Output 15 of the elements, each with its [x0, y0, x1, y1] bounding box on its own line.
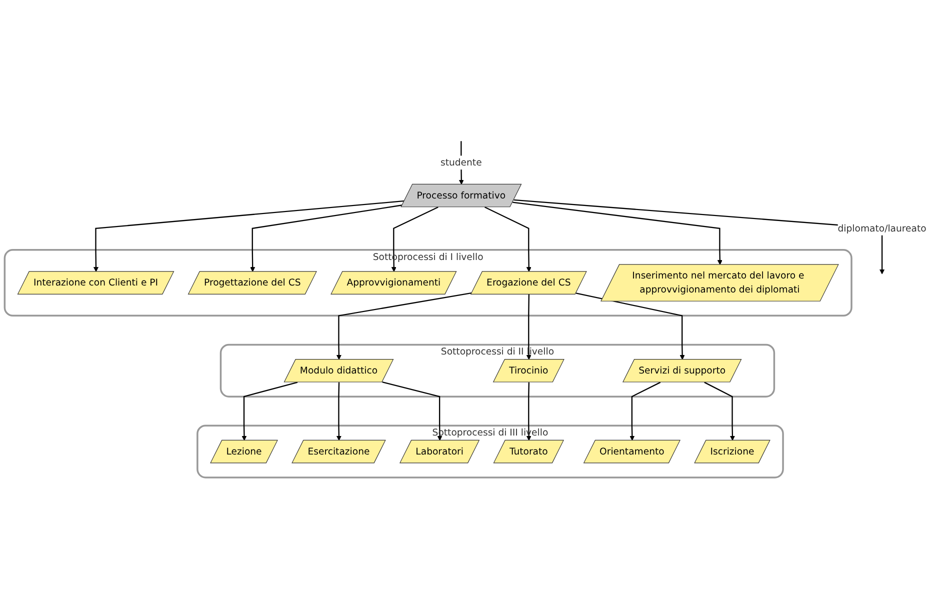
arrow: [576, 292, 685, 360]
arrow: [704, 382, 736, 441]
arrow: [250, 204, 402, 272]
arrow: [526, 294, 532, 360]
edge-label: diplomato/laureato: [838, 222, 926, 234]
arrow: [382, 381, 442, 441]
arrow: [336, 292, 472, 360]
arrow: [512, 202, 722, 265]
arrow: [484, 206, 532, 272]
arrow: [630, 382, 661, 441]
arrow: [242, 382, 298, 441]
arrow: [93, 200, 404, 272]
arrow: [336, 382, 342, 441]
edge-label: studente: [440, 156, 482, 168]
arrow: [526, 382, 532, 441]
